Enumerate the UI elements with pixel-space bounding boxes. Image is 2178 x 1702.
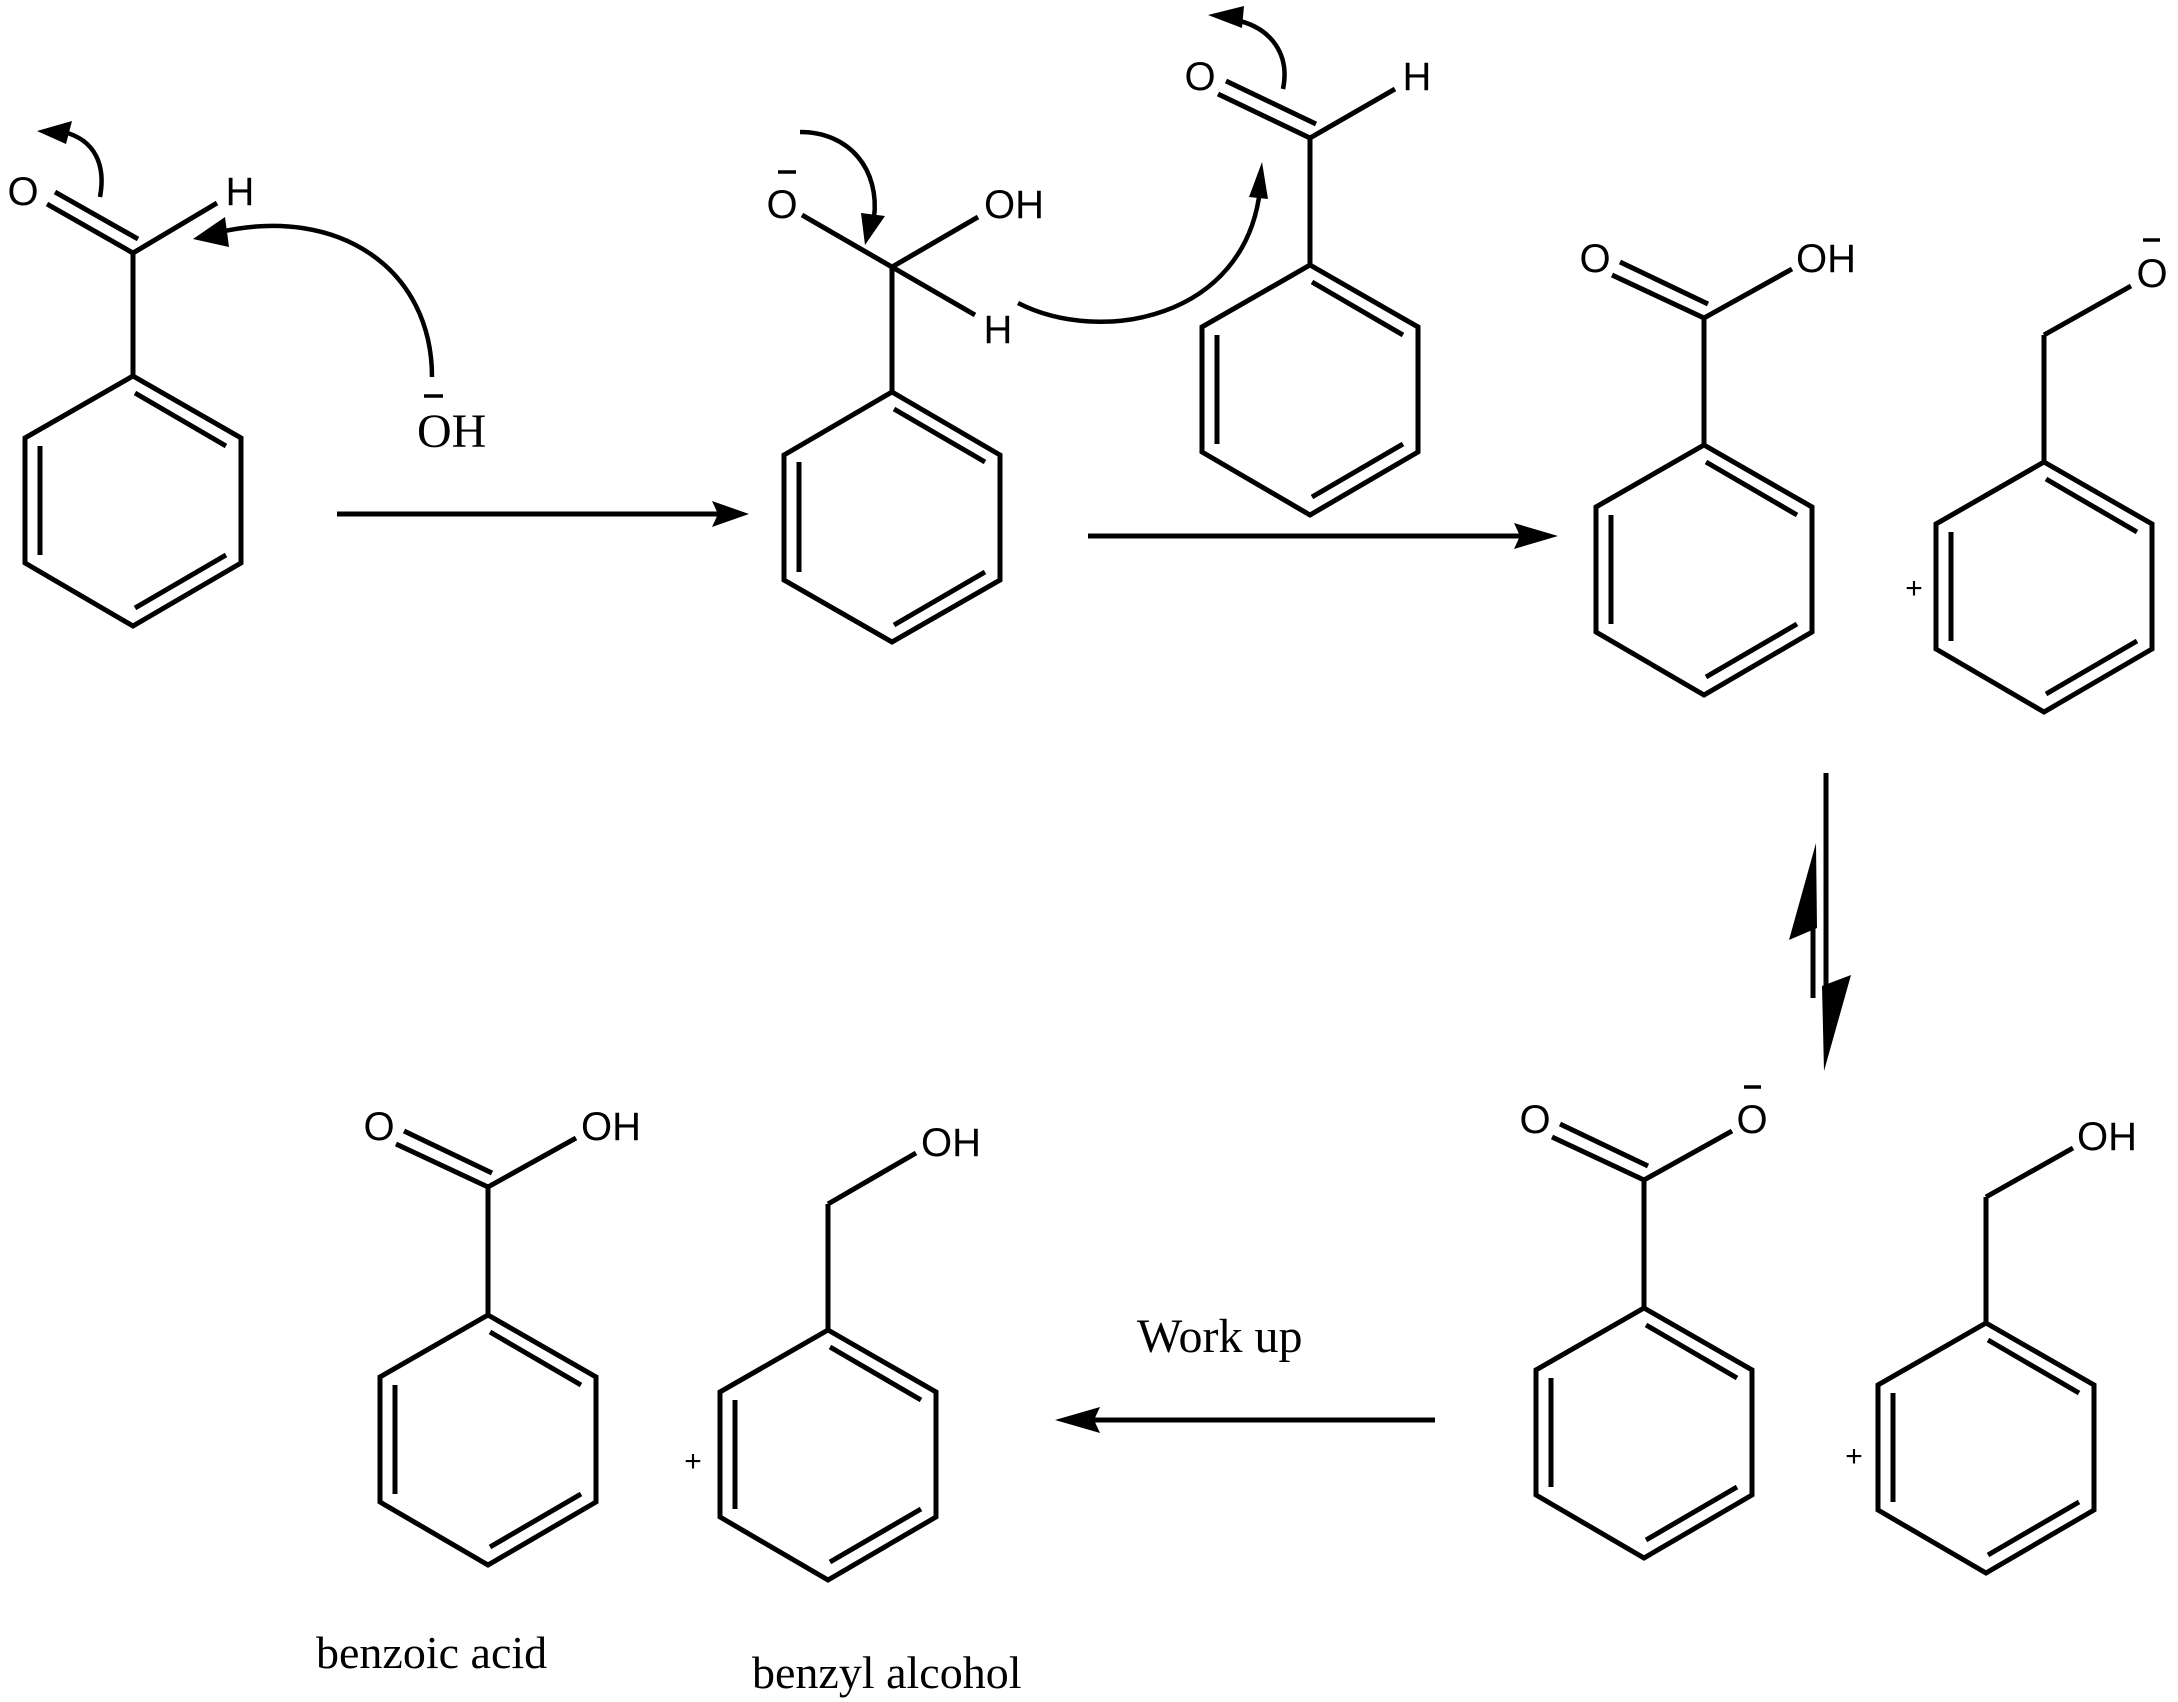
plus-sign: + <box>1905 572 1923 605</box>
curved-arrow-hydride-transfer <box>1016 189 1263 324</box>
atom-oxygen: O <box>363 1105 394 1149</box>
arrowhead-icon <box>37 121 72 144</box>
plus-sign: + <box>684 1445 702 1478</box>
tetrahedral-intermediate: O OH H <box>766 129 1268 645</box>
benzene-ring <box>1199 262 1421 518</box>
curved-arrow-electron-flow <box>63 129 104 198</box>
benzaldehyde-molecule-2: O H <box>1184 6 1432 518</box>
atom-hydrogen: H <box>1403 55 1432 99</box>
bond-c-oh <box>890 214 980 270</box>
atom-oxygen-anion: O <box>2136 252 2167 296</box>
arrowhead-icon <box>1249 162 1268 199</box>
curved-arrow-nucleophilic-attack <box>219 223 435 378</box>
double-bond-co <box>45 201 135 256</box>
atom-hydroxyl: OH <box>581 1105 641 1149</box>
benzene-ring <box>1593 442 1815 698</box>
benzene-ring <box>1533 1305 1755 1561</box>
benzene-ring <box>717 1327 939 1583</box>
benzoic-acid-molecule: O OH <box>1579 237 1856 698</box>
arrowhead-icon <box>193 217 229 247</box>
benzoic-acid-product: O OH benzoic acid <box>316 1105 641 1678</box>
benzyl-alcohol-product: OH benzyl alcohol <box>717 1121 1022 1698</box>
arrowhead-icon <box>861 213 885 245</box>
bond-c-h <box>890 264 977 318</box>
benzene-ring <box>1875 1320 2097 1576</box>
benzoate-molecule: O O <box>1519 1085 1768 1561</box>
atom-hydroxyl: OH <box>2077 1115 2137 1159</box>
workup-arrow: Work up <box>1055 1310 1435 1433</box>
benzyl-alkoxide-molecule: O <box>1933 238 2168 715</box>
benzene-ring <box>377 1312 599 1568</box>
half-arrowhead-down <box>1822 975 1851 1071</box>
benzene-ring <box>781 389 1003 645</box>
bond-c-o-minus <box>800 212 894 270</box>
benzaldehyde-molecule: O H <box>7 121 255 629</box>
atom-hydroxyl: OH <box>984 183 1044 227</box>
atom-oxygen: O <box>1184 55 1215 99</box>
atom-oxygen: O <box>1519 1098 1550 1142</box>
bond-c-h <box>131 200 219 256</box>
atom-hydroxyl: OH <box>1796 237 1856 281</box>
equilibrium-arrows <box>1789 773 1851 1071</box>
benzene-ring <box>1933 459 2155 715</box>
half-arrowhead-up <box>1789 843 1817 940</box>
workup-label: Work up <box>1137 1310 1302 1363</box>
reaction-arrow-1 <box>337 501 749 527</box>
reaction-arrow-2 <box>1088 523 1558 549</box>
atom-hydroxyl: OH <box>921 1121 981 1165</box>
curved-arrow-electron-flow <box>799 129 878 219</box>
curved-arrow-electron-flow <box>1235 17 1287 90</box>
double-bond-co-second <box>53 189 140 242</box>
benzoic-acid-label: benzoic acid <box>316 1627 547 1678</box>
atom-oxygen: O <box>7 170 38 214</box>
benzyl-alcohol-label: benzyl alcohol <box>752 1647 1022 1698</box>
hydroxide-reagent: OH <box>193 217 486 458</box>
benzene-ring <box>22 373 244 629</box>
benzyl-alcohol-molecule: OH <box>1875 1115 2137 1576</box>
atom-hydrogen: H <box>984 308 1013 352</box>
plus-sign: + <box>1845 1440 1863 1473</box>
atom-oxygen: O <box>1579 237 1610 281</box>
hydroxide-label: OH <box>417 405 486 458</box>
atom-oxygen-anion: O <box>1736 1098 1767 1142</box>
arrowhead-icon <box>1208 6 1244 28</box>
atom-oxygen-anion: O <box>766 183 797 227</box>
atom-hydrogen: H <box>226 170 255 214</box>
